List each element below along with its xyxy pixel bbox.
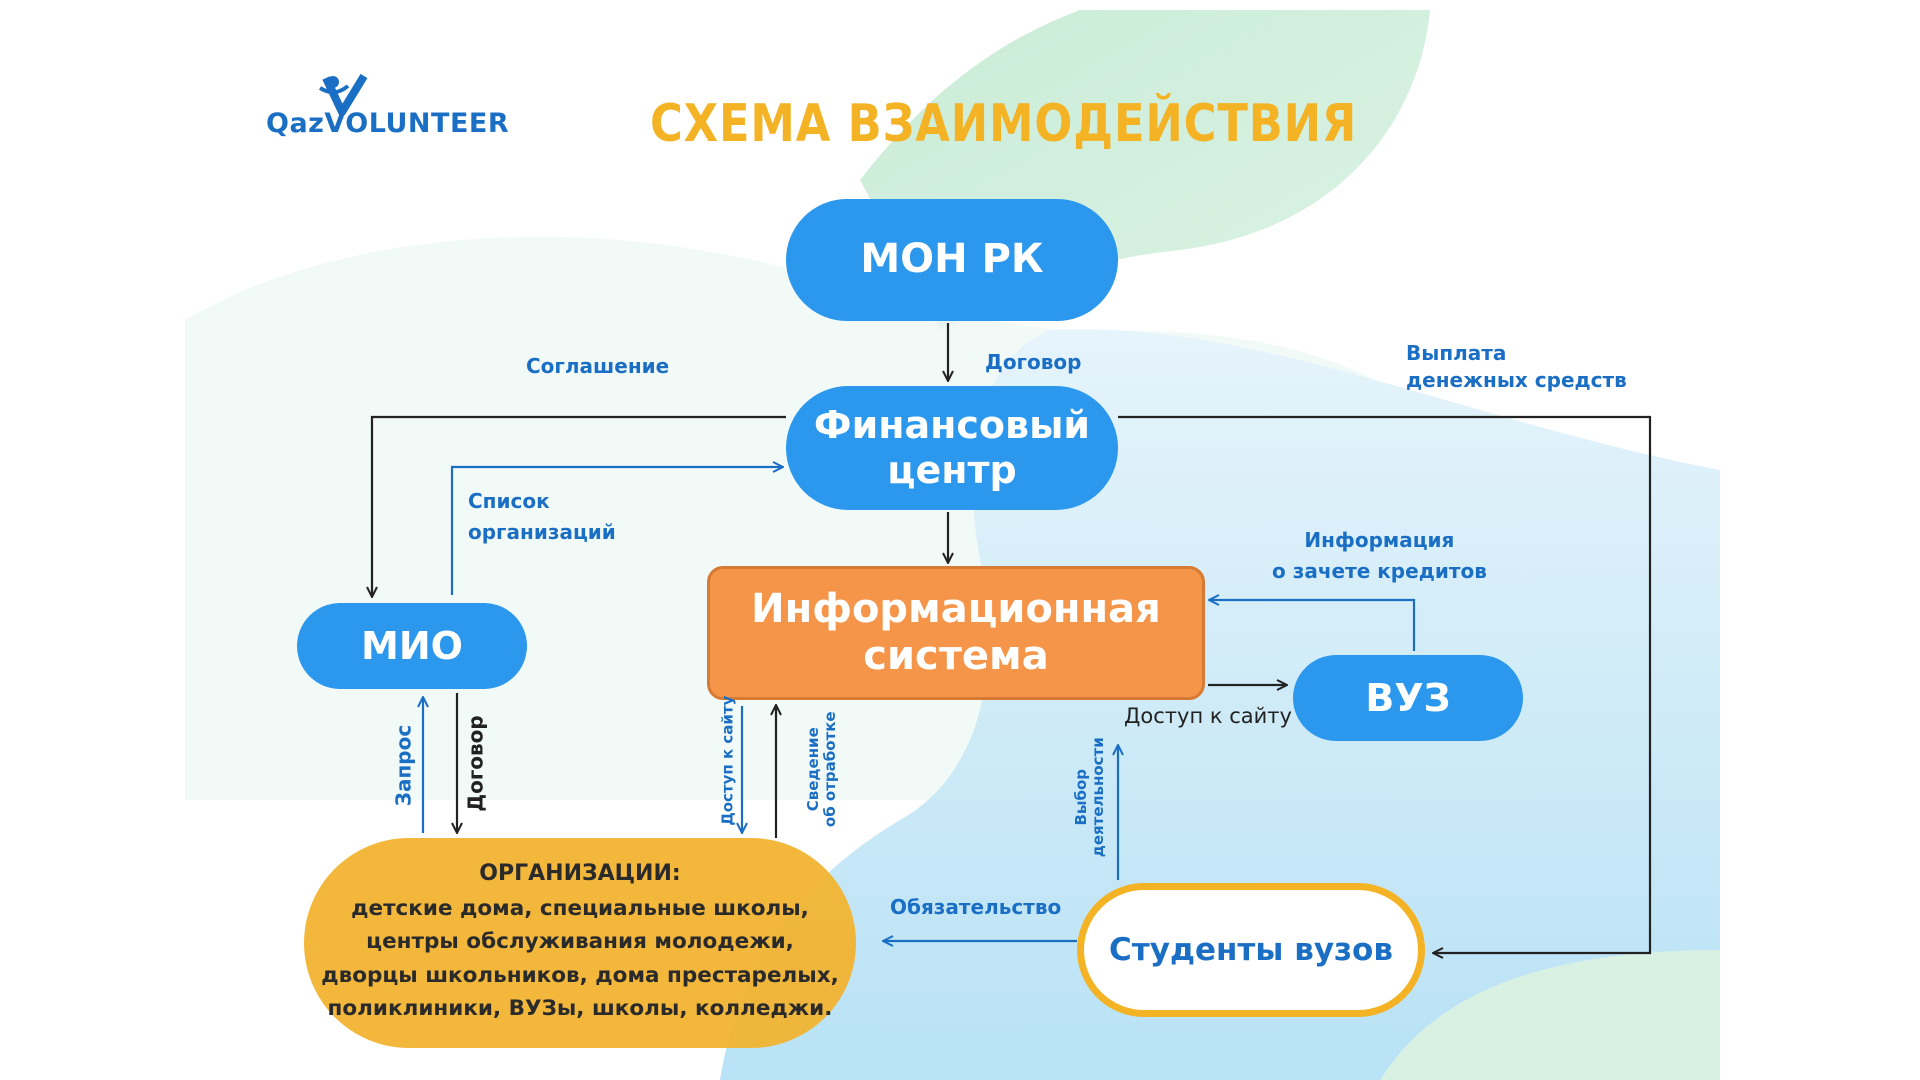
node-students-label: Студенты вузов — [1109, 931, 1393, 968]
label-contract-mio: Договор — [463, 715, 488, 812]
node-mon-rk-label: МОН РК — [860, 236, 1044, 283]
label-payment: Выплата денежных средств — [1406, 341, 1627, 392]
node-vuz: ВУЗ — [1293, 655, 1523, 741]
node-mon-rk: МОН РК — [786, 199, 1118, 321]
label-site-access-org: Доступ к сайту — [718, 695, 737, 826]
node-organizations-title: ОРГАНИЗАЦИИ: — [479, 860, 681, 886]
connectors — [372, 323, 1652, 953]
node-information-system-label: Информационная система — [751, 585, 1161, 679]
node-students: Студенты вузов — [1077, 883, 1425, 1017]
node-organizations-list: детские дома, специальные школы, центры … — [321, 895, 839, 1021]
label-contract-top: Договор — [985, 350, 1082, 374]
arrow-vuz-is — [1210, 600, 1416, 651]
node-financial-center-label: Финансовый центр — [813, 403, 1091, 492]
node-mio: МИО — [297, 603, 527, 689]
logo: QazVOLUNTEER — [266, 72, 509, 142]
node-financial-center: Финансовый центр — [786, 386, 1118, 510]
node-mio-label: МИО — [361, 623, 463, 668]
node-vuz-label: ВУЗ — [1365, 675, 1451, 720]
arrow-fin-students — [1118, 415, 1652, 953]
label-request: Запрос — [391, 724, 416, 807]
label-org-list: Список организаций — [468, 489, 616, 544]
label-activity-choice: Выбор деятельности — [1071, 737, 1107, 858]
label-credit-info: Информация о зачете кредитов — [1272, 528, 1487, 583]
node-information-system: Информационная система — [707, 566, 1205, 700]
page-title: СХЕМА ВЗАИМОДЕЙСТВИЯ — [650, 94, 1358, 154]
label-obligation: Обязательство — [890, 895, 1062, 919]
bg-blue-blob — [720, 329, 1720, 1080]
label-agreement: Соглашение — [526, 354, 670, 378]
bg-green-corner — [1380, 950, 1720, 1080]
logo-text: QazVOLUNTEER — [266, 108, 510, 139]
volunteer-logo-icon — [318, 73, 368, 116]
arrow-fin-mio — [372, 415, 786, 596]
node-organizations: ОРГАНИЗАЦИИ: детские дома, специальные ш… — [304, 838, 856, 1048]
label-work-report: Сведение об отработке — [803, 711, 839, 828]
label-site-access-vuz: Доступ к сайту — [1124, 704, 1292, 728]
arrow-mio-fin — [450, 467, 782, 595]
